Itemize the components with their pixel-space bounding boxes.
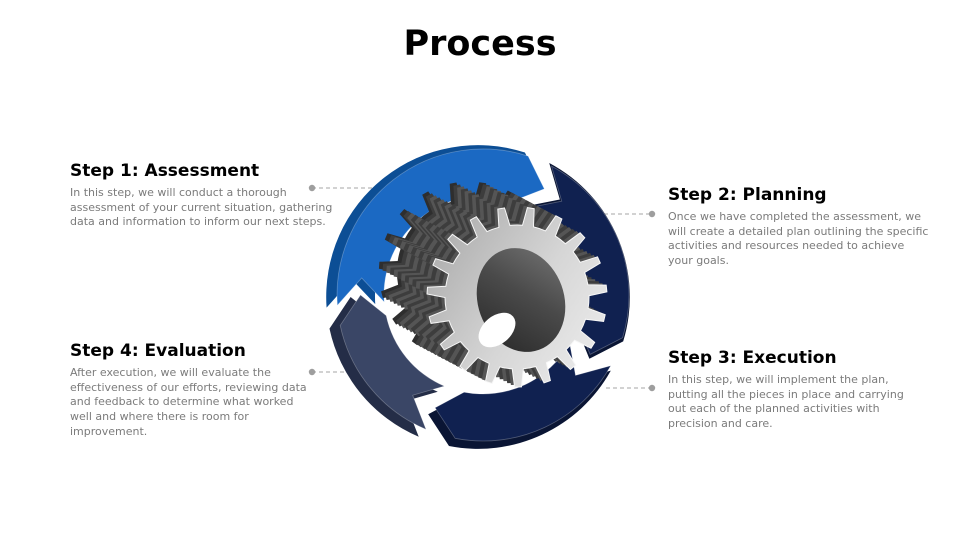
step-3-description: In this step, we will implement the plan… — [668, 372, 904, 431]
connector-step3-dot — [648, 384, 656, 392]
connector-step2-dot — [648, 210, 656, 218]
step-1-description: In this step, we will conduct a thorough… — [70, 185, 333, 229]
arrow-segment-step4 — [339, 294, 446, 431]
step-1-title: Step 1: Assessment — [70, 161, 260, 181]
step-2-description: Once we have completed the assessment, w… — [668, 209, 929, 268]
connector-step4-dot — [308, 368, 316, 376]
gear-hole-opening — [478, 312, 516, 348]
page-title: Process — [403, 24, 557, 64]
step-1-block: Step 1: Assessment In this step, we will… — [70, 161, 350, 230]
connector-step1-dot — [308, 184, 316, 192]
step-4-title: Step 4: Evaluation — [70, 341, 246, 361]
step-2-title: Step 2: Planning — [668, 185, 827, 205]
step-3-block: Step 3: Execution In this step, we will … — [668, 348, 920, 432]
step-2-block: Step 2: Planning Once we have completed … — [668, 185, 930, 269]
step-3-title: Step 3: Execution — [668, 348, 837, 368]
arrow-segment-step3 — [434, 341, 612, 442]
step-4-block: Step 4: Evaluation After execution, we w… — [70, 341, 312, 440]
gear-icon — [378, 182, 608, 388]
step-4-description: After execution, we will evaluate the ef… — [70, 365, 307, 439]
